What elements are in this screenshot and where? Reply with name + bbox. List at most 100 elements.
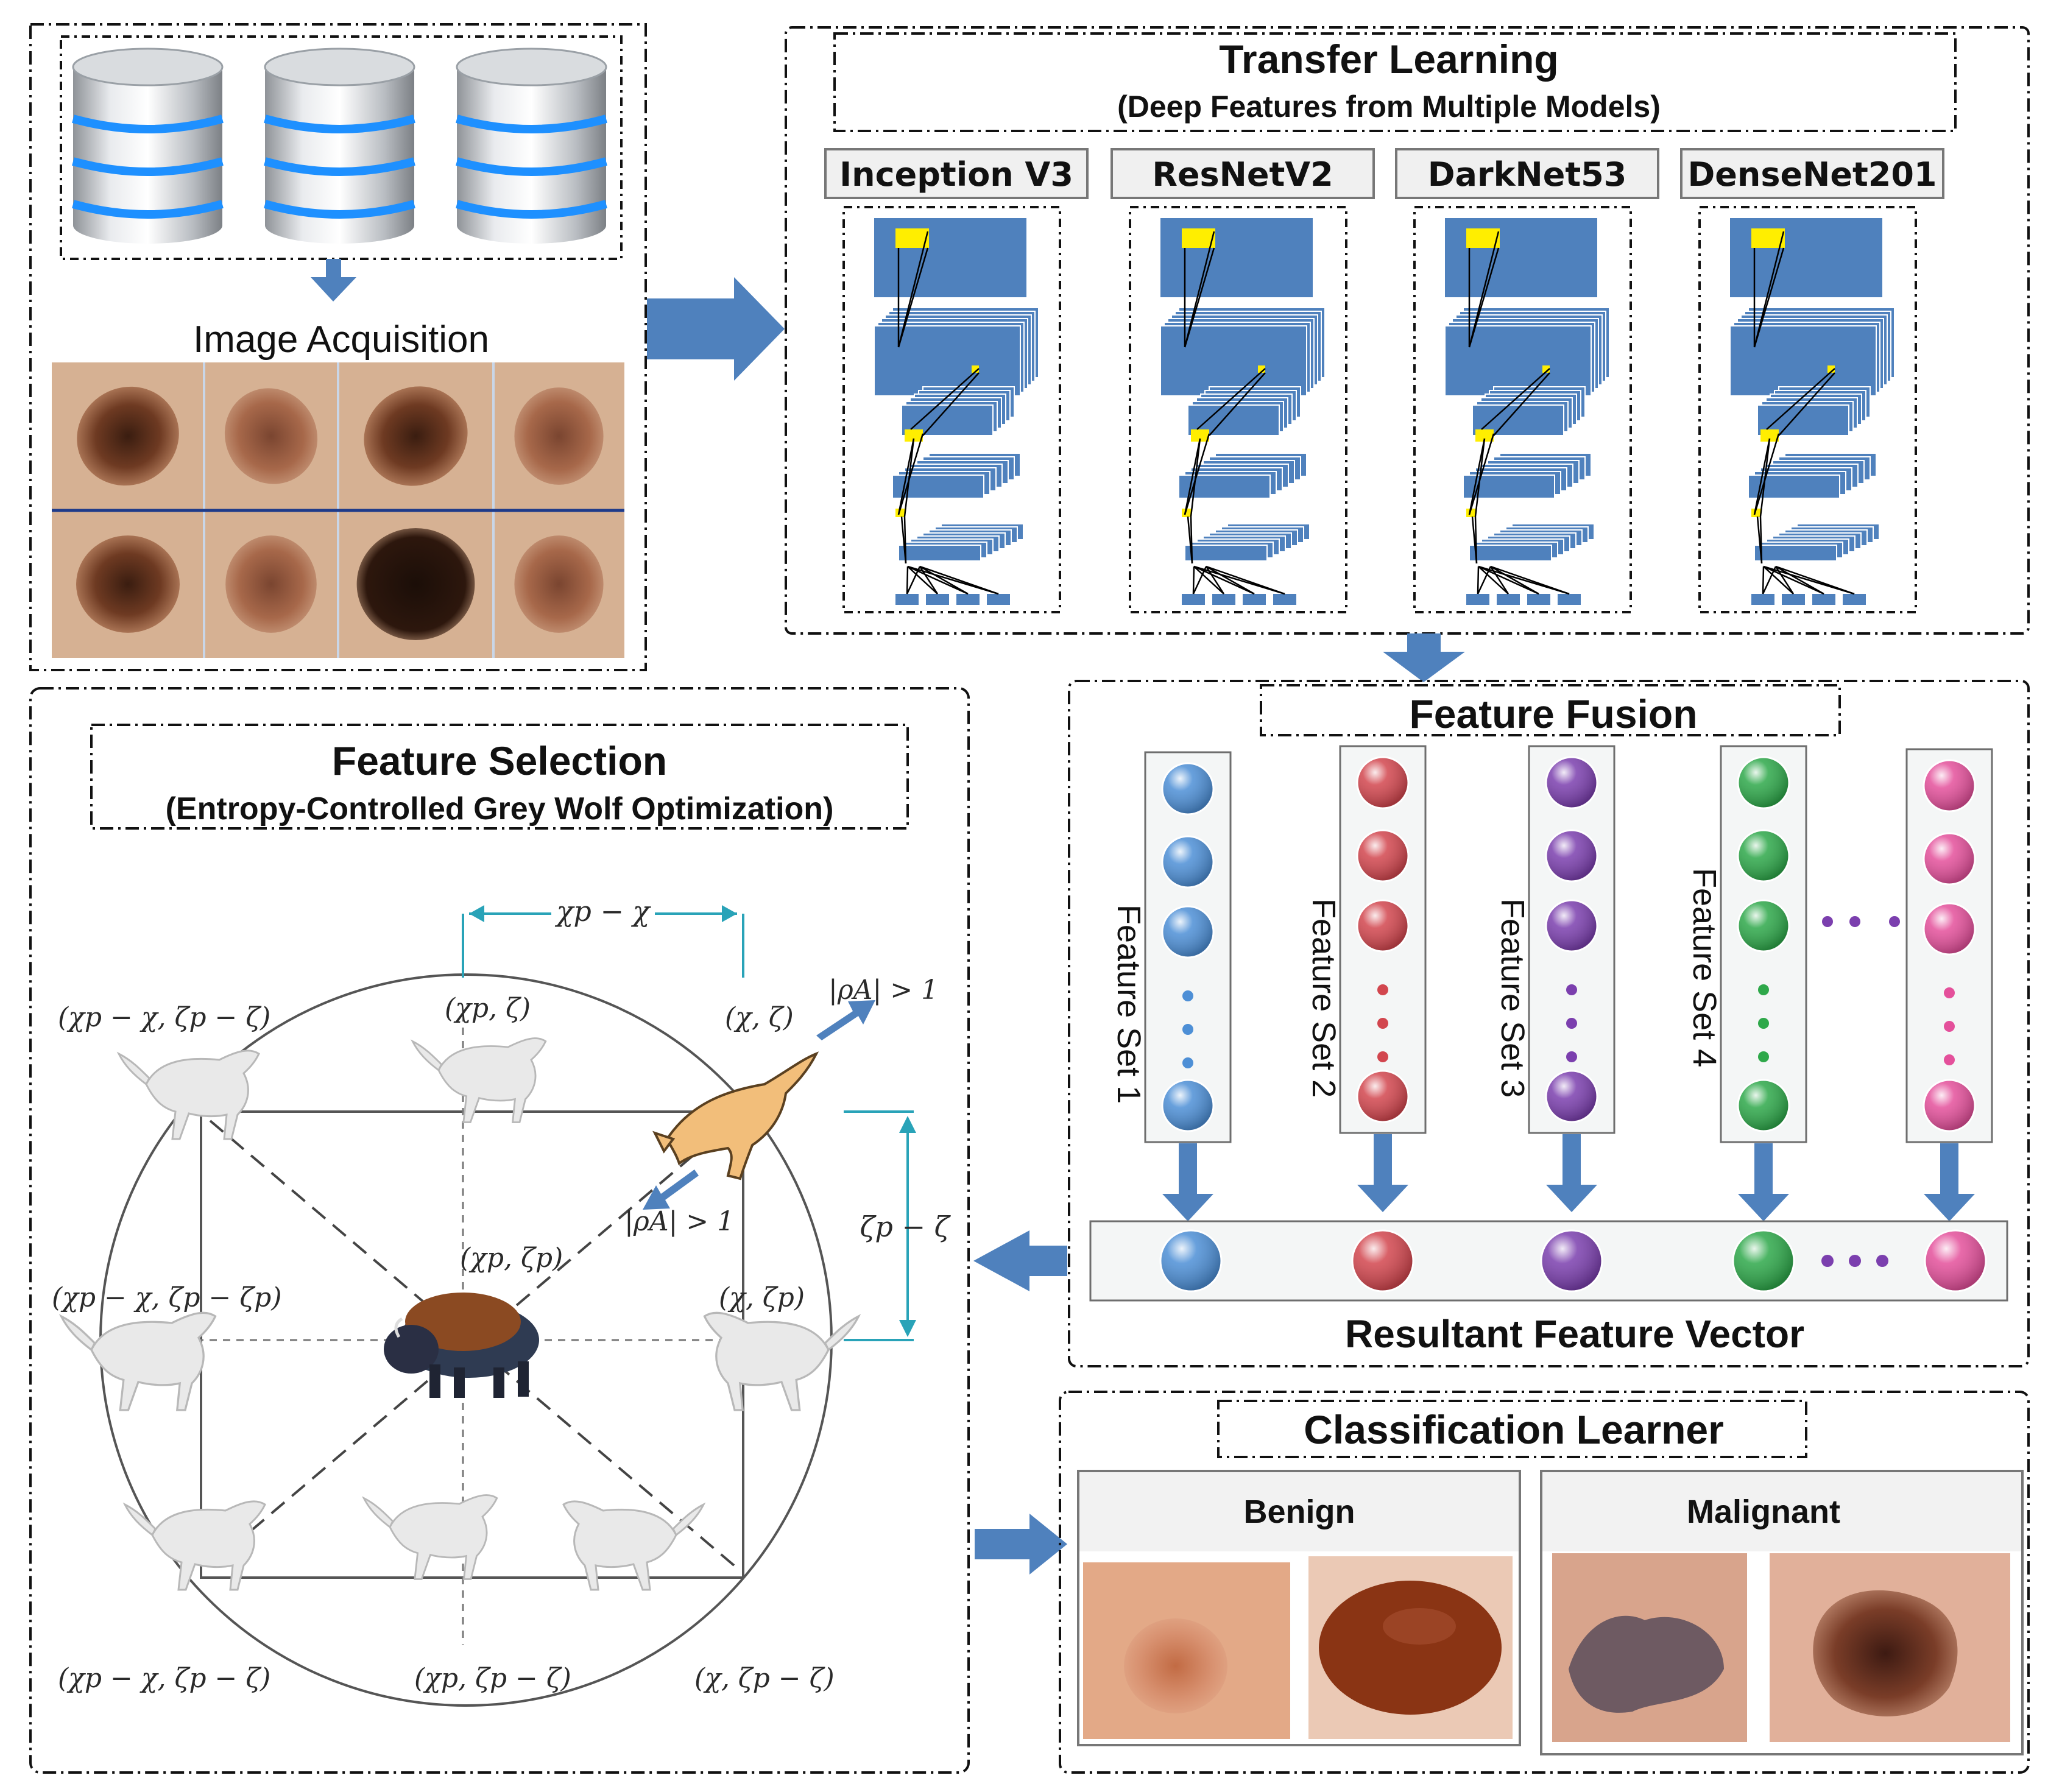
down-arrow-icon — [1383, 633, 1465, 682]
coord-center: (χp, ζp) — [460, 1243, 563, 1274]
model-label-box — [824, 148, 1089, 199]
database-icon — [72, 48, 224, 244]
grey-wolf-icon — [562, 1500, 706, 1591]
dim-label-side: ζp − ζ — [860, 1210, 951, 1243]
classification-panel: Classification Learner Benign Malignant — [1059, 1391, 2030, 1774]
inward-arrow-icon — [643, 1169, 699, 1210]
classification-title-frame — [1217, 1400, 1807, 1458]
ellipsis-dot — [1821, 1255, 1834, 1267]
grey-wolf-diagram: χp − χ ζp − ζ |ρA| > 1 |ρA| > 1 (χp − χ,… — [52, 895, 952, 1707]
feature-ball — [1923, 902, 1976, 956]
coord-bottom-center: (χp, ζp − ζ) — [414, 1663, 571, 1694]
left-arrow-icon — [973, 1230, 1067, 1291]
grey-wolf-icon — [122, 1500, 266, 1591]
transfer-learning-panel: Transfer Learning (Deep Features from Mu… — [785, 26, 2030, 635]
feature-selection-panel: Feature Selection (Entropy-Controlled Gr… — [29, 687, 970, 1774]
transfer-learning-subtitle: (Deep Features from Multiple Models) — [1117, 90, 1661, 124]
feature-ball — [1540, 1229, 1603, 1293]
malignant-label: Malignant — [1687, 1494, 1840, 1530]
feature-ball — [1737, 1079, 1790, 1132]
model-label-box — [1111, 148, 1375, 199]
feature-ball — [1356, 1070, 1410, 1123]
coord-bottom-left: (χp − χ, ζp − ζ) — [58, 1663, 270, 1694]
cnn-model-1: Inception V3 — [824, 148, 1089, 613]
skin-image-grid — [52, 362, 624, 658]
feature-ball — [1923, 832, 1976, 886]
model-name: DarkNet53 — [1428, 155, 1627, 194]
cnn-model-4: DenseNet201 — [1680, 148, 1944, 613]
classification-frame — [1059, 1391, 2030, 1774]
feature-ball — [1161, 1079, 1215, 1132]
coord-top-left: (χp − χ, ζp − ζ) — [58, 1002, 270, 1033]
feature-column-5 — [1905, 748, 1993, 1221]
feature-ball — [1161, 905, 1215, 959]
dim-label-top: χp − χ — [555, 895, 652, 928]
feature-ball — [1737, 756, 1790, 810]
feature-ball — [1159, 1229, 1223, 1293]
down-arrow-icon — [1738, 1143, 1789, 1221]
feature-column-3: Feature Set 3 — [1494, 745, 1615, 1212]
rho-out-label: |ρA| > 1 — [828, 975, 938, 1006]
model-frame — [842, 206, 1061, 613]
skin-image — [493, 362, 624, 510]
feature-ball — [1161, 835, 1215, 889]
ellipsis-dot — [1876, 1255, 1888, 1267]
grey-wolf-icon — [703, 1311, 861, 1411]
model-frame — [1413, 206, 1632, 613]
coord-mid-right: (χ, ζp) — [719, 1282, 805, 1313]
down-arrow-icon — [1924, 1143, 1975, 1221]
right-arrow-icon — [975, 1514, 1067, 1575]
ellipsis-dot — [1849, 916, 1860, 927]
feature-ball — [1545, 899, 1598, 953]
feature-ball — [1545, 1070, 1598, 1123]
cnn-model-3: DarkNet53 — [1395, 148, 1659, 613]
skin-image — [204, 510, 338, 658]
down-arrow-icon — [311, 259, 356, 302]
feature-column-2: Feature Set 2 — [1305, 745, 1427, 1212]
classification-title: Classification Learner — [1304, 1407, 1724, 1452]
ellipsis-dot — [1889, 916, 1900, 927]
down-arrow-icon — [1357, 1134, 1408, 1212]
feature-set-label: Feature Set 3 — [1494, 898, 1531, 1098]
feature-set-label: Feature Set 2 — [1305, 898, 1342, 1098]
coord-bottom-right: (χ, ζp − ζ) — [694, 1663, 835, 1694]
feature-fusion-frame — [1068, 680, 2030, 1367]
outward-arrow-icon — [816, 1000, 875, 1040]
feature-set-label: Feature Set 4 — [1686, 868, 1723, 1067]
feature-ball — [1737, 829, 1790, 883]
malignant-card: Malignant — [1540, 1470, 2024, 1755]
model-name: Inception V3 — [839, 155, 1073, 194]
feature-ball — [1545, 756, 1598, 810]
rho-in-label: |ρA| > 1 — [624, 1206, 734, 1237]
model-frame — [1129, 206, 1347, 613]
skin-image — [52, 362, 204, 510]
benign-card: Benign — [1077, 1470, 1521, 1746]
feature-ball — [1737, 899, 1790, 953]
coord-top-center: (χp, ζ) — [445, 993, 531, 1024]
ellipsis-dot — [1822, 916, 1833, 927]
feature-column-1: Feature Set 1 — [1111, 751, 1232, 1221]
skin-image — [338, 362, 493, 510]
model-frame — [1698, 206, 1917, 613]
benign-label: Benign — [1244, 1494, 1355, 1530]
feature-selection-title: Feature Selection — [332, 738, 667, 783]
transfer-learning-title-frame — [833, 32, 1957, 132]
database-icon — [456, 48, 607, 244]
grey-wolf-icon — [411, 1037, 547, 1123]
image-acquisition-frame — [29, 23, 647, 671]
coord-mid-left: (χp − χ, ζp − ζp) — [52, 1282, 282, 1313]
grey-wolf-icon — [58, 1311, 217, 1411]
coord-top-right: (χ, ζ) — [725, 1002, 794, 1033]
feature-ball — [1356, 899, 1410, 953]
grey-wolf-icon — [362, 1494, 498, 1580]
feature-set-label: Feature Set 1 — [1111, 905, 1147, 1104]
model-name: ResNetV2 — [1152, 155, 1333, 194]
image-acquisition-panel: Image Acquisition — [29, 23, 647, 671]
feature-column-4: Feature Set 4 — [1686, 745, 1807, 1221]
feature-selection-frame — [29, 687, 970, 1774]
bison-icon — [384, 1293, 539, 1398]
ellipsis-dot — [1849, 1255, 1861, 1267]
feature-ball — [1923, 1079, 1976, 1132]
